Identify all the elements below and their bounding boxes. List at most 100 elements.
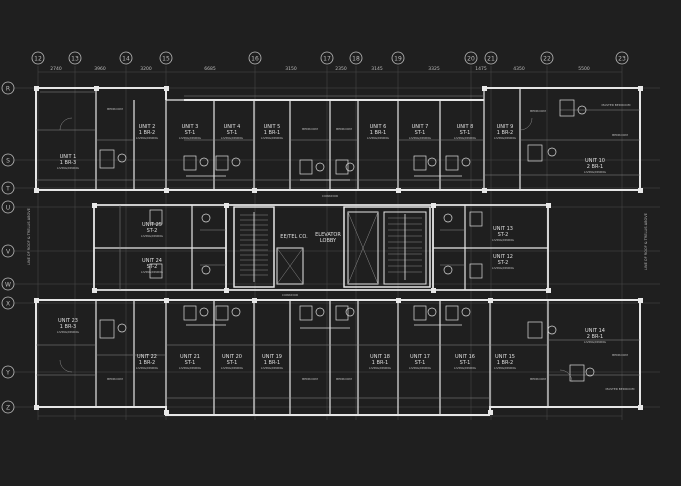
unit-type-label: 1 BR-2 — [139, 360, 155, 366]
dimension-label: 2350 — [335, 66, 347, 72]
master-bedroom-label: MASTER BEDROOM — [602, 103, 631, 107]
grid-row-label: S — [6, 158, 10, 165]
living-dining-label: LIVING/DINING — [454, 366, 477, 370]
unit-name-label: UNIT 14 — [585, 328, 605, 334]
living-dining-label: LIVING/DINING — [136, 136, 159, 140]
roof-line-note-left: LINE OF ROOF & TRELLIS ABOVE — [27, 208, 31, 265]
grid-row-label: V — [6, 249, 11, 256]
grid-lines — [14, 66, 660, 420]
room-labels: BEDROOM BEDROOM BEDROOM BEDROOM BEDROOM … — [107, 103, 635, 391]
unit-name-label: UNIT 17 — [410, 354, 430, 360]
grid-col-label: 21 — [487, 56, 495, 63]
grid-column-bubbles: 12 13 14 15 16 17 18 19 20 21 22 23 — [31, 51, 629, 65]
dimension-label: 2740 — [50, 66, 62, 72]
roof-line-note-right: LINE OF ROOF & TRELLIS ABOVE — [644, 213, 648, 270]
unit-name-label: UNIT 15 — [495, 354, 515, 360]
living-dining-label: LIVING/DINING — [57, 330, 80, 334]
unit-name-label: UNIT 2 — [139, 124, 156, 130]
grid-row-label: R — [6, 86, 10, 93]
bedroom-label: BEDROOM — [107, 107, 123, 111]
living-dining-label: LIVING/DINING — [492, 238, 515, 242]
living-dining-label: LIVING/DINING — [409, 136, 432, 140]
unit-type-label: ST-2 — [147, 228, 158, 234]
unit-type-label: ST-1 — [185, 130, 196, 136]
unit-type-label: ST-1 — [460, 360, 471, 366]
grid-row-label: U — [6, 205, 10, 212]
elevator-lobby-label-line1: ELEVATOR — [315, 232, 341, 238]
living-dining-label: LIVING/DINING — [494, 136, 517, 140]
grid-row-bubbles: R S T U V W X Y Z — [1, 81, 15, 414]
grid-col-label: 17 — [323, 56, 331, 63]
bedroom-label: BEDROOM — [530, 109, 546, 113]
unit-type-label: ST-1 — [227, 130, 238, 136]
living-dining-label: LIVING/DINING — [584, 170, 607, 174]
grid-col-label: 13 — [71, 56, 79, 63]
living-dining-label: LIVING/DINING — [261, 366, 284, 370]
living-dining-label: LIVING/DINING — [136, 366, 159, 370]
dimension-label: 3325 — [428, 66, 440, 72]
unit-name-label: UNIT 22 — [137, 354, 157, 360]
living-dining-label: LIVING/DINING — [141, 270, 164, 274]
unit-type-label: ST-1 — [185, 360, 196, 366]
dimension-label: 3150 — [285, 66, 297, 72]
unit-type-label: ST-2 — [498, 260, 509, 266]
unit-name-label: UNIT 18 — [370, 354, 390, 360]
ee-tel-label: EE/TEL CO. — [280, 234, 308, 240]
dimension-label: 6685 — [204, 66, 216, 72]
unit-name-label: UNIT 19 — [262, 354, 282, 360]
unit-name-label: UNIT 8 — [457, 124, 474, 130]
unit-type-label: 1 BR-1 — [370, 130, 386, 136]
bedroom-label: BEDROOM — [302, 377, 318, 381]
living-dining-label: LIVING/DINING — [409, 366, 432, 370]
grid-row-label: Y — [5, 370, 10, 377]
bedroom-label: BEDROOM — [612, 133, 628, 137]
grid-col-label: 15 — [162, 56, 170, 63]
unit-type-label: ST-1 — [227, 360, 238, 366]
living-dining-label: LIVING/DINING — [179, 136, 202, 140]
grid-row-label: X — [6, 301, 10, 308]
dimension-label: 3960 — [94, 66, 106, 72]
living-dining-label: LIVING/DINING — [369, 366, 392, 370]
bathroom-fixtures — [59, 99, 595, 383]
living-dining-label: LIVING/DINING — [179, 366, 202, 370]
unit-name-label: UNIT 25 — [142, 222, 162, 228]
structural-columns — [34, 86, 643, 415]
grid-col-label: 14 — [122, 56, 130, 63]
living-dining-label: LIVING/DINING — [492, 266, 515, 270]
unit-type-label: 1 BR-1 — [372, 360, 388, 366]
grid-row-label: W — [5, 282, 11, 289]
living-dining-label: LIVING/DINING — [221, 136, 244, 140]
unit-type-label: 1 BR-2 — [497, 360, 513, 366]
unit-name-label: UNIT 5 — [264, 124, 281, 130]
living-dining-label: LIVING/DINING — [141, 234, 164, 238]
living-dining-label: LIVING/DINING — [261, 136, 284, 140]
corridor-label: CORRIDOR — [282, 293, 298, 297]
unit-name-label: UNIT 12 — [493, 254, 513, 260]
bedroom-label: BEDROOM — [302, 127, 318, 131]
unit-type-label: 1 BR-1 — [264, 360, 280, 366]
unit-type-label: ST-2 — [498, 232, 509, 238]
living-dining-label: LIVING/DINING — [57, 166, 80, 170]
grid-col-label: 23 — [618, 56, 626, 63]
master-bedroom-label: MASTER BEDROOM — [606, 387, 635, 391]
unit-name-label: UNIT 1 — [60, 154, 77, 160]
unit-type-label: ST-1 — [460, 130, 471, 136]
dimension-strings: 2740 3960 3200 6685 3150 2350 3145 3325 … — [50, 66, 590, 72]
unit-name-label: UNIT 23 — [58, 318, 78, 324]
living-dining-label: LIVING/DINING — [454, 136, 477, 140]
dimension-label: 3200 — [140, 66, 152, 72]
living-dining-label: LIVING/DINING — [221, 366, 244, 370]
grid-col-label: 18 — [352, 56, 360, 63]
elevator-lobby-label-line2: LOBBY — [320, 238, 337, 244]
unit-type-label: ST-1 — [415, 360, 426, 366]
unit-type-label: ST-1 — [415, 130, 426, 136]
bedroom-label: BEDROOM — [336, 127, 352, 131]
grid-col-label: 20 — [467, 56, 475, 63]
dimension-label: 4350 — [513, 66, 525, 72]
unit-type-label: ST-2 — [147, 264, 158, 270]
unit-name-label: UNIT 21 — [180, 354, 200, 360]
living-dining-label: LIVING/DINING — [494, 366, 517, 370]
dimension-label: 1475 — [475, 66, 487, 72]
